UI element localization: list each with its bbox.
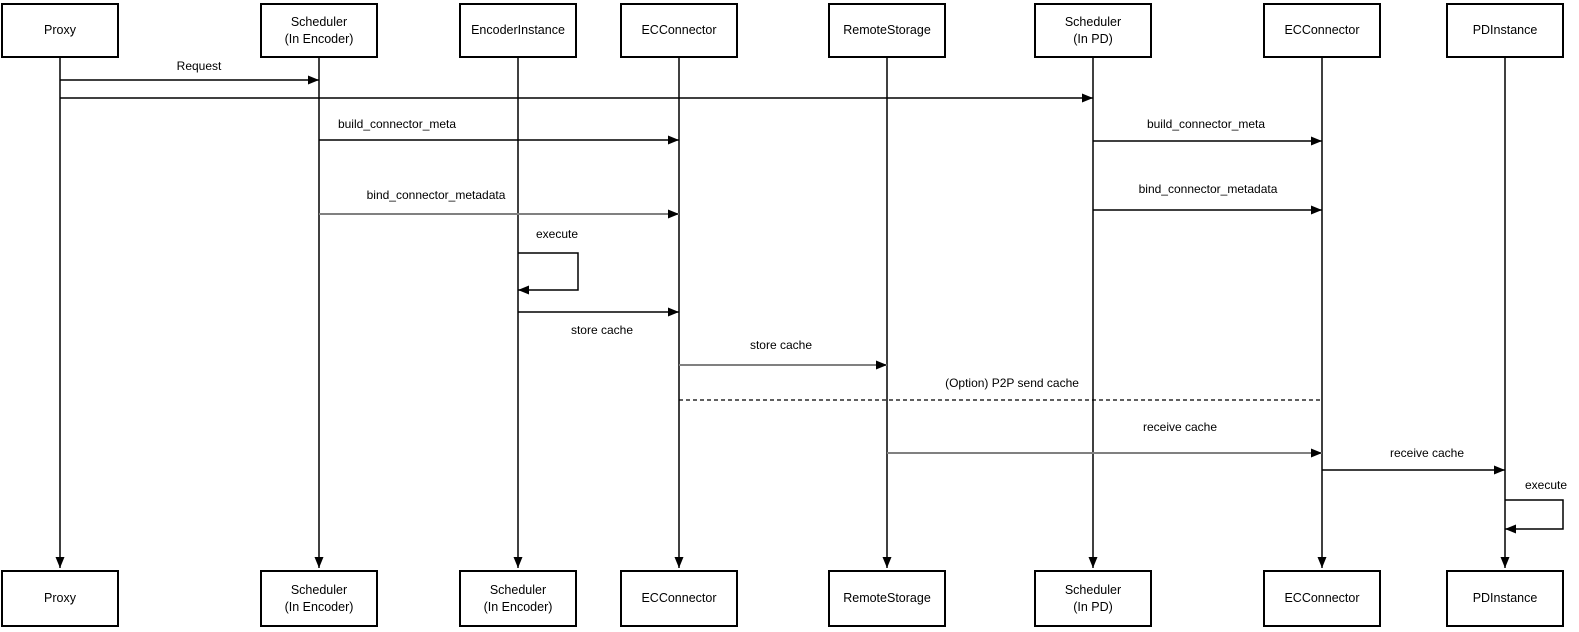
message-label-receive-cache-ecconnector: receive cache: [1140, 420, 1220, 434]
participant-top-scheduler-encoder: Scheduler (In Encoder): [260, 3, 378, 58]
participant-bottom-proxy: Proxy: [1, 570, 119, 627]
participant-bottom-ecconnector-2: ECConnector: [1263, 570, 1381, 627]
message-label-bind-connector-metadata-encoder: bind_connector_metadata: [364, 188, 508, 202]
participant-bottom-scheduler-encoder-1: Scheduler (In Encoder): [260, 570, 378, 627]
message-label-p2p-send-cache: (Option) P2P send cache: [943, 376, 1081, 390]
message-label-bind-connector-metadata-pd: bind_connector_metadata: [1136, 182, 1280, 196]
message-label-store-cache-encoder: store cache: [568, 323, 636, 337]
message-label-build-connector-meta-pd: build_connector_meta: [1144, 117, 1268, 131]
participant-top-proxy: Proxy: [1, 3, 119, 58]
message-label-build-connector-meta-encoder: build_connector_meta: [335, 117, 459, 131]
participant-bottom-pdinstance: PDInstance: [1446, 570, 1564, 627]
participant-bottom-scheduler-encoder-2: Scheduler (In Encoder): [459, 570, 577, 627]
message-label-execute-encoder: execute: [533, 227, 581, 241]
participant-top-remotestorage: RemoteStorage: [828, 3, 946, 58]
participant-top-scheduler-pd: Scheduler (In PD): [1034, 3, 1152, 58]
message-label-receive-cache-pdinstance: receive cache: [1387, 446, 1467, 460]
participant-top-ecconnector-2: ECConnector: [1263, 3, 1381, 58]
participant-bottom-ecconnector-1: ECConnector: [620, 570, 738, 627]
participant-top-encoderinstance: EncoderInstance: [459, 3, 577, 58]
self-message-execute-encoder: [518, 252, 579, 295]
message-label-request: Request: [174, 59, 224, 73]
self-message-execute-pd: [1505, 499, 1564, 534]
message-label-store-cache-remote: store cache: [747, 338, 815, 352]
participant-top-pdinstance: PDInstance: [1446, 3, 1564, 58]
participant-top-ecconnector-1: ECConnector: [620, 3, 738, 58]
participant-bottom-scheduler-pd: Scheduler (In PD): [1034, 570, 1152, 627]
participant-bottom-remotestorage: RemoteStorage: [828, 570, 946, 627]
message-label-execute-pd: execute: [1522, 478, 1570, 492]
